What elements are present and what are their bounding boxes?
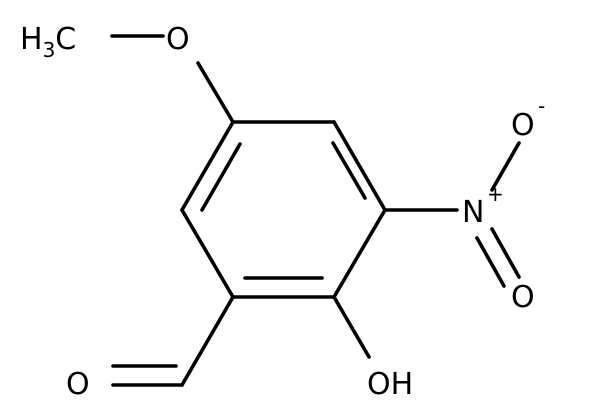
bond-n-o-bottom-1 [490, 227, 521, 279]
nitro-o-top-label: O [511, 108, 535, 143]
nitro-o-top-charge: - [538, 94, 545, 118]
bond-c5-cho [180, 295, 235, 387]
nitro-n-charge: + [487, 182, 504, 206]
ring-bond-c3-c4 [332, 208, 387, 299]
bond-n-o-bottom-2 [475, 236, 506, 288]
ring-bond-c5-c6 [180, 208, 235, 299]
nitro-o-bottom-label: O [511, 280, 535, 315]
nitro-n-label: N [462, 195, 484, 230]
ether-oxygen-label: O [166, 22, 190, 57]
methyl-label: H3C [20, 22, 76, 62]
bond-c4-oh [332, 295, 371, 359]
hydroxyl-label: OH [367, 367, 413, 402]
aldehyde-oxygen-label: O [66, 367, 90, 402]
bond-n-o-top [490, 141, 521, 192]
ring-bond-c2-c3-inner [331, 141, 367, 200]
ring-bond-c2-c3 [332, 120, 387, 212]
ring-bond-c6-c1 [180, 120, 235, 212]
bond-c1-o-methoxy [196, 61, 235, 124]
ring-bond-c6-c1-inner [200, 142, 242, 212]
